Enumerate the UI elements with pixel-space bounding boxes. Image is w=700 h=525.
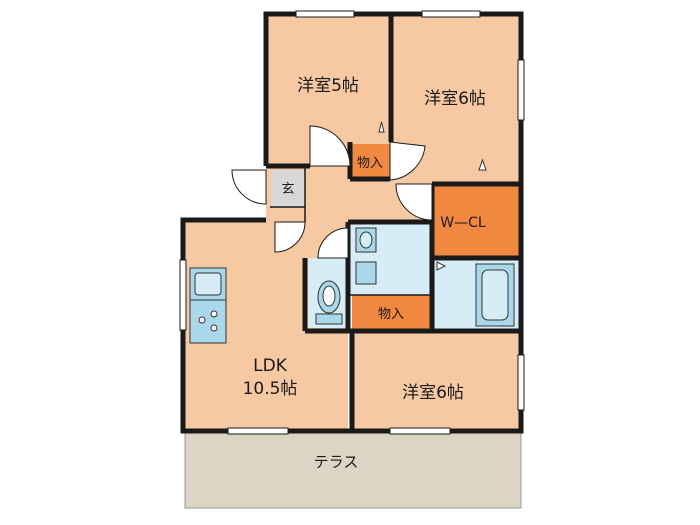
ldk-label: LDK <box>253 356 288 376</box>
terrace <box>184 432 522 509</box>
storage-top <box>350 144 390 179</box>
toilet-icon <box>315 280 343 325</box>
washing-machine-icon <box>355 261 377 285</box>
western-6-bottom-label: 洋室6帖 <box>402 383 464 403</box>
stove-icon <box>189 299 227 344</box>
walk-in-closet-label: W—CL <box>440 215 486 231</box>
windows <box>179 10 525 435</box>
washbasin-icon <box>355 227 377 253</box>
storage-bottom <box>352 295 433 330</box>
storage-bottom-label: 物入 <box>378 307 404 322</box>
bathtub-icon <box>475 263 515 327</box>
terrace-label: テラス <box>314 453 359 471</box>
entrance-label: 玄 <box>281 182 294 197</box>
ldk-size-label: 10.5帖 <box>243 379 298 399</box>
kitchen-sink-icon <box>189 267 227 301</box>
storage-top-label: 物入 <box>357 156 383 171</box>
walk-in-closet <box>434 184 519 258</box>
western-6-top-label: 洋室6帖 <box>424 89 486 109</box>
door-swings <box>231 125 433 259</box>
room-western-6-bottom <box>352 333 519 429</box>
entrance <box>271 170 305 207</box>
direction-markers <box>378 121 487 271</box>
thin-walls <box>270 166 432 296</box>
western-5-label: 洋室5帖 <box>297 76 359 96</box>
